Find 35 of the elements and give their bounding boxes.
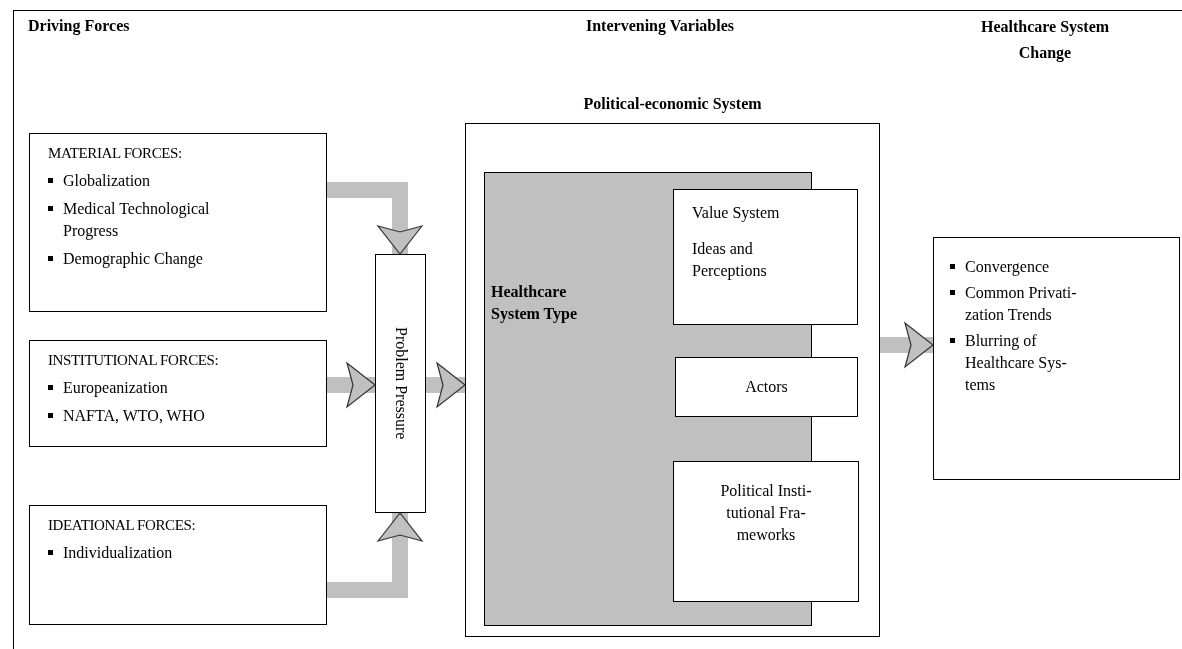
box-text: Political Insti-tutional Fra-meworks	[719, 481, 813, 545]
list-item: Blurring of Healthcare Sys-tems	[965, 331, 1068, 395]
column-heading: Healthcare System Change	[979, 17, 1111, 64]
block-arrow	[327, 182, 423, 255]
column-heading: Intervening Variables	[585, 16, 735, 37]
vertical-label: Problem Pressure	[391, 327, 411, 440]
force-box	[29, 340, 327, 447]
list-item: Convergence	[965, 257, 1051, 278]
box-heading: IDEATIONAL FORCES:	[48, 516, 197, 535]
variable-box	[673, 461, 859, 602]
panel-title: Healthcare System Type	[491, 282, 579, 325]
list-item: Europeanization	[63, 378, 169, 399]
box-text: Actors	[744, 377, 789, 397]
box-heading: MATERIAL FORCES:	[48, 144, 183, 163]
column-heading: Driving Forces	[28, 16, 131, 37]
outcome-box	[933, 237, 1180, 480]
block-arrow	[327, 362, 376, 408]
block-arrow	[426, 362, 466, 408]
list-item: NAFTA, WTO, WHO	[63, 406, 206, 426]
variable-box	[675, 357, 858, 417]
list-item: Individualization	[63, 543, 174, 563]
box-heading: INSTITUTIONAL FORCES:	[48, 351, 220, 370]
block-arrow	[327, 512, 423, 598]
frame-heading: Political-economic System	[582, 94, 763, 115]
list-item: Demographic Change	[63, 249, 204, 270]
list-item: Globalization	[63, 171, 152, 191]
list-item: Medical Technological Progress	[63, 199, 211, 242]
box-text: Ideas and Perceptions	[692, 239, 768, 282]
list-item: Common Privati-zation Trends	[965, 283, 1078, 325]
box-text: Value System	[692, 203, 781, 224]
pressure-box	[375, 254, 426, 513]
block-arrow	[880, 322, 934, 368]
force-box	[29, 133, 327, 312]
variable-box	[673, 189, 858, 325]
force-box	[29, 505, 327, 625]
